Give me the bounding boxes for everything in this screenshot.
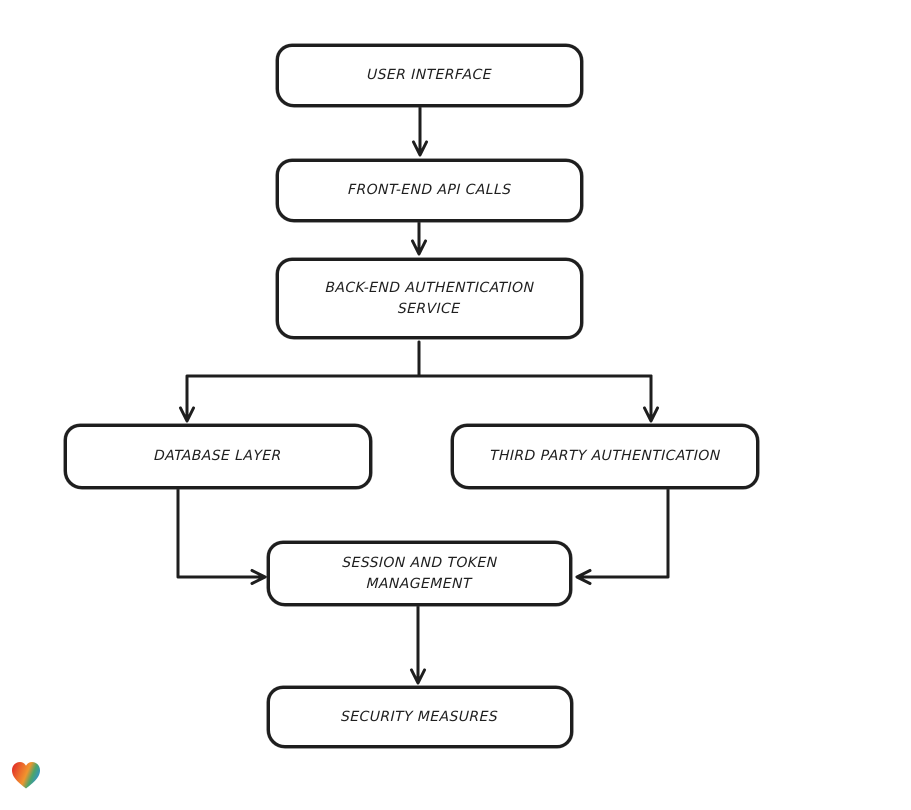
- edge-user-interface-to-front-end-api-calls: [412, 105, 428, 157]
- edge-front-end-api-calls-to-back-end-authentication-service: [411, 220, 427, 256]
- node-back-end-authentication-service[interactable]: BACK-END AUTHENTICATION SERVICE: [276, 258, 583, 339]
- node-database-layer[interactable]: DATABASE LAYER: [64, 424, 372, 489]
- edge-database-layer-to-session-and-token-management: [176, 487, 267, 585]
- edge-session-and-token-management-to-security-measures: [410, 604, 426, 685]
- node-label: FRONT-END API CALLS: [347, 182, 512, 198]
- node-session-and-token-management[interactable]: SESSION AND TOKEN MANAGEMENT: [267, 541, 572, 606]
- node-label: SECURITY MEASURES: [341, 708, 499, 725]
- edge-back-end-authentication-service-to-database-layer: [179, 340, 653, 423]
- heart-icon: [12, 762, 40, 789]
- edge-third-party-authentication-to-session-and-token-management: [575, 487, 670, 585]
- node-label: THIRD PARTY AUTHENTICATION: [489, 448, 721, 464]
- node-third-party-authentication[interactable]: THIRD PARTY AUTHENTICATION: [451, 424, 759, 489]
- gradient-heart-logo-icon[interactable]: [10, 760, 42, 792]
- node-user-interface[interactable]: USER INTERFACE: [276, 44, 583, 107]
- node-label: DATABASE LAYER: [153, 448, 283, 464]
- node-label: BACK-END AUTHENTICATION SERVICE: [325, 279, 535, 317]
- node-front-end-api-calls[interactable]: FRONT-END API CALLS: [276, 159, 583, 222]
- node-label: USER INTERFACE: [366, 67, 493, 83]
- node-label: SESSION AND TOKEN MANAGEMENT: [341, 554, 498, 592]
- node-security-measures[interactable]: SECURITY MEASURES: [267, 686, 573, 748]
- edge-back-end-authentication-service-to-third-party-authentication: [643, 374, 659, 423]
